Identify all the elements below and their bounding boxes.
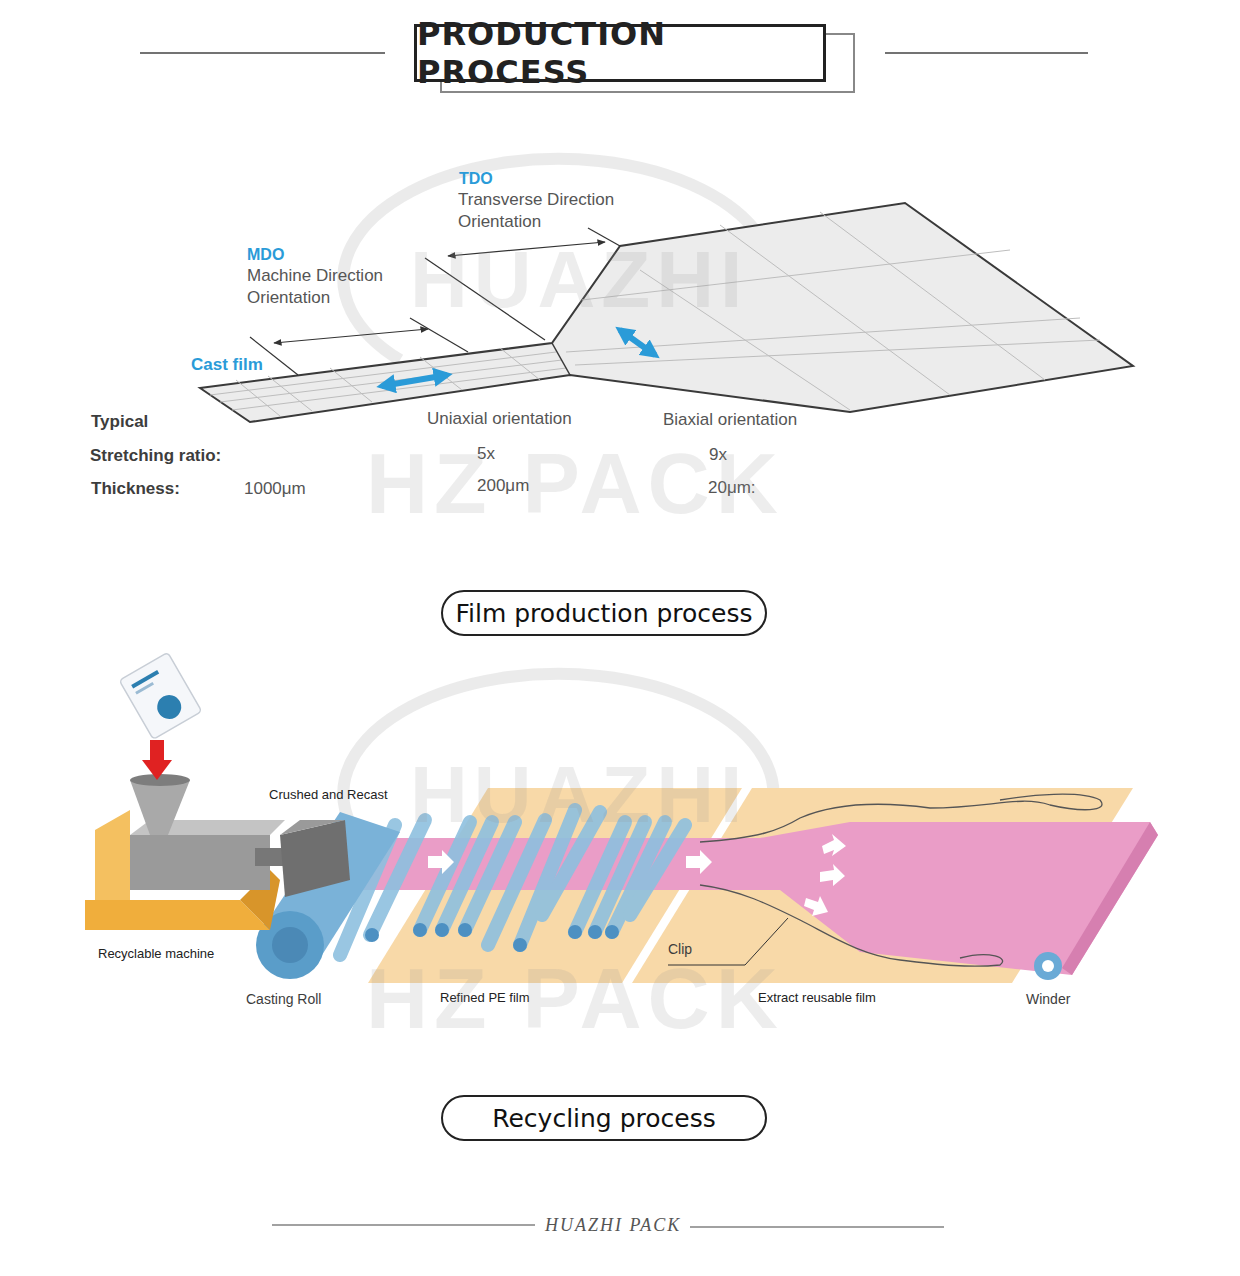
roller-end: [513, 938, 527, 952]
extruder: [280, 820, 350, 897]
pill-text: Recycling process: [492, 1104, 716, 1133]
orientation-arrow: [382, 375, 447, 386]
roller: [488, 820, 545, 945]
clip-track: [700, 794, 1102, 966]
pouch-icon: [131, 670, 159, 688]
row-header: Thickness:: [91, 478, 180, 500]
direction-label: Transverse Direction Orientation: [458, 189, 663, 233]
heading-label: MDO: [247, 245, 284, 266]
casting-roll: [256, 812, 400, 979]
footer-rule: [272, 1224, 535, 1225]
part-label: Recyclable machine: [98, 946, 214, 963]
extruder: [85, 900, 270, 930]
table-cell: Biaxial orientation: [663, 409, 797, 431]
roller-end: [605, 925, 619, 939]
roller-end: [458, 923, 472, 937]
extruder: [95, 810, 130, 900]
film-web: [350, 822, 1158, 975]
feed-arrow: [142, 740, 172, 780]
roller-end: [588, 925, 602, 939]
film-sheet: [220, 360, 562, 402]
watermark: HUAZHI: [410, 240, 748, 320]
row-header: Stretching ratio:: [90, 445, 221, 467]
flow-arrow: [428, 834, 846, 916]
roller: [630, 825, 685, 915]
film-sheet: [210, 212, 1100, 416]
film-sheet: [330, 368, 372, 402]
row-header: Typical: [91, 411, 148, 433]
roller-end: [568, 925, 582, 939]
orientation-arrow: [620, 330, 655, 355]
flow-arrow: [686, 850, 712, 874]
part-label: Casting Roll: [246, 990, 321, 1008]
roller-end: [435, 923, 449, 937]
extruder: [130, 780, 190, 835]
orientation-arrow: [382, 330, 655, 386]
film-web: [1062, 822, 1158, 975]
dimension-line: [274, 329, 428, 343]
heading-label: TDO: [459, 169, 493, 190]
flow-arrow: [804, 896, 828, 916]
film-sheet: [820, 212, 1045, 380]
footer-text: HUAZHI PACK: [545, 1214, 681, 1237]
film-sheet: [552, 343, 570, 375]
caption-pill: Film production process: [441, 590, 767, 636]
extruder: [255, 848, 285, 866]
feed-arrow: [150, 740, 164, 762]
pouch-icon: [135, 682, 154, 695]
flow-arrow: [820, 864, 845, 886]
winder: [1034, 952, 1062, 980]
direction-label: Machine Direction Orientation: [247, 265, 427, 309]
clip-track: [700, 794, 1102, 842]
film-sheet: [500, 348, 540, 380]
film-sheet: [268, 376, 312, 411]
part-label: Crushed and Recast: [269, 787, 388, 804]
stage-label: Cast film: [191, 354, 263, 376]
film-sheet: [236, 380, 280, 416]
film-sheet: [200, 203, 1133, 422]
pill-text: Film production process: [455, 599, 752, 628]
roller-end: [413, 923, 427, 937]
roller-end: [365, 928, 379, 942]
film-sheet: [200, 203, 1133, 422]
feed-arrow: [142, 760, 172, 780]
film-web: [350, 822, 1158, 975]
pouch-icon: [119, 652, 201, 739]
watermark: HZ PACK: [366, 955, 784, 1041]
film-sheet: [232, 368, 566, 410]
watermark: HUAZHI: [410, 755, 748, 835]
table-cell: 1000μm: [244, 478, 306, 500]
title-box: PRODUCTION PROCESS: [414, 24, 826, 82]
dimension-line: [410, 318, 468, 352]
pouch-icon: [153, 691, 186, 724]
winder: [1042, 960, 1054, 972]
flow-arrow: [428, 850, 454, 874]
winder: [1034, 952, 1062, 980]
footer-rule: [690, 1226, 944, 1227]
part-label: Winder: [1026, 990, 1070, 1008]
pouch-icon: [119, 652, 201, 739]
film-sheet: [720, 225, 950, 395]
watermark: HZ PACK: [366, 440, 784, 526]
extruder: [280, 820, 350, 835]
caption-pill: Recycling process: [441, 1095, 767, 1141]
casting-roll: [272, 927, 308, 963]
roller-end: [365, 923, 619, 952]
title-rule: [140, 52, 385, 54]
title-rule: [885, 52, 1088, 54]
title-text: PRODUCTION PROCESS: [417, 15, 823, 91]
flow-arrow: [822, 834, 846, 856]
table-cell: Uniaxial orientation: [427, 408, 572, 430]
extruder: [130, 835, 270, 890]
